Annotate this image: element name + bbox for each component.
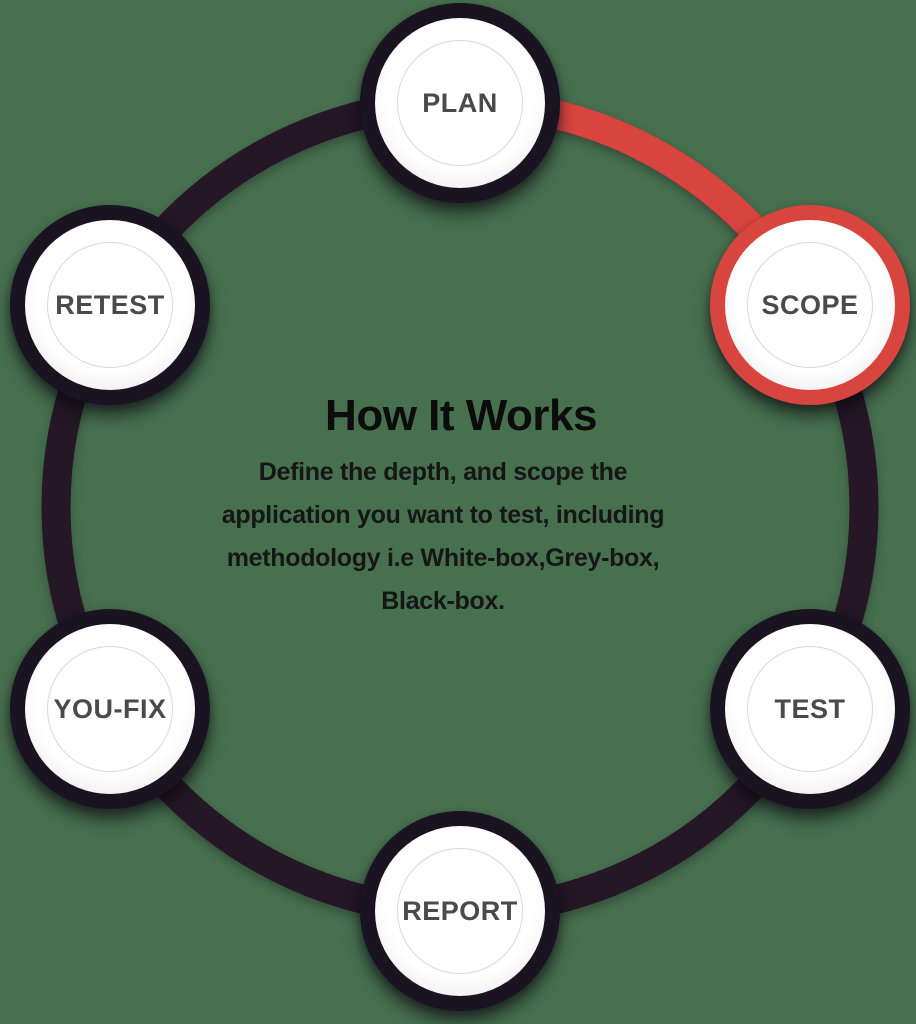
step-label: RETEST bbox=[55, 289, 165, 320]
description-line: methodology i.e White-box,Grey-box, bbox=[226, 544, 660, 572]
step-label: PLAN bbox=[422, 87, 498, 118]
step-node-report[interactable]: REPORT bbox=[360, 811, 560, 1011]
node-inner-circle: SCOPE bbox=[725, 220, 895, 390]
step-node-plan[interactable]: PLAN bbox=[360, 3, 560, 203]
step-node-test[interactable]: TEST bbox=[710, 609, 910, 809]
node-outline-circle bbox=[47, 646, 173, 772]
node-inner-circle: PLAN bbox=[375, 18, 545, 188]
page-title: How It Works bbox=[325, 391, 597, 440]
description-line: Define the depth, and scope the bbox=[258, 458, 628, 486]
node-inner-circle: YOU-FIX bbox=[25, 624, 195, 794]
node-outline-circle bbox=[747, 242, 873, 368]
step-label: REPORT bbox=[402, 895, 518, 926]
step-node-you-fix[interactable]: YOU-FIX bbox=[10, 609, 210, 809]
step-node-retest[interactable]: RETEST bbox=[10, 205, 210, 405]
step-description: Define the depth, and scope the applicat… bbox=[143, 451, 743, 623]
node-outline-circle bbox=[397, 40, 523, 166]
description-line: application you want to test, including bbox=[221, 501, 665, 529]
step-label: SCOPE bbox=[761, 289, 859, 320]
node-inner-circle: RETEST bbox=[25, 220, 195, 390]
node-outline-circle bbox=[747, 646, 873, 772]
description-line: Black-box. bbox=[381, 587, 505, 615]
node-inner-circle: TEST bbox=[725, 624, 895, 794]
step-node-scope[interactable]: SCOPE bbox=[710, 205, 910, 405]
step-label: YOU-FIX bbox=[53, 693, 167, 724]
step-label: TEST bbox=[774, 693, 846, 724]
node-inner-circle: REPORT bbox=[375, 826, 545, 996]
node-outline-circle bbox=[397, 848, 523, 974]
node-outline-circle bbox=[47, 242, 173, 368]
